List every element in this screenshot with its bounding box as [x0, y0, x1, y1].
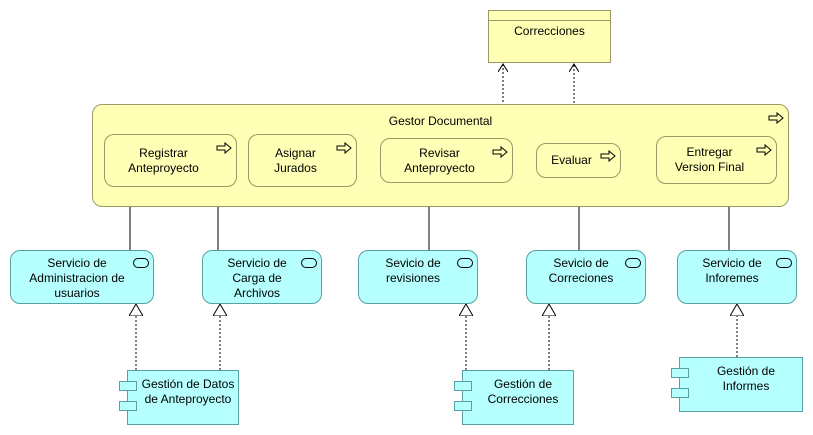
component-icon [119, 401, 137, 411]
component-gestion-correcciones[interactable]: Gestión de Correcciones [454, 370, 574, 425]
gestor-title: Gestor Documental [388, 114, 493, 128]
service-icon [133, 258, 149, 268]
component-icon [671, 388, 689, 398]
process-arrow-icon [492, 146, 508, 158]
component-label: Gestión de Informes [716, 364, 776, 393]
service-label: Sevicio de Correciones [548, 256, 614, 285]
service-administracion-usuarios[interactable]: Servicio de Administracion de usuarios [10, 250, 154, 304]
business-object-header [489, 11, 610, 21]
service-label: Servicio de Inforemes [702, 256, 762, 285]
service-icon [776, 258, 792, 268]
process-arrow-icon [216, 142, 232, 154]
business-object-correcciones[interactable]: Correcciones [488, 10, 611, 63]
service-icon [625, 258, 641, 268]
service-informes[interactable]: Servicio de Inforemes [677, 250, 797, 304]
component-gestion-datos-anteproyecto[interactable]: Gestión de Datos de Anteproyecto [119, 370, 239, 425]
component-label: Gestión de Datos de Anteproyecto [141, 377, 235, 406]
process-evaluar[interactable]: Evaluar [536, 143, 621, 178]
service-label: Servicio de Administracion de usuarios [29, 256, 125, 300]
service-label: Servicio de Carga de Archivos [227, 256, 287, 300]
business-object-label: Correcciones [514, 24, 585, 38]
process-arrow-icon [756, 144, 772, 156]
process-registrar-anteproyecto[interactable]: Registrar Anteproyecto [104, 134, 237, 187]
process-arrow-icon [336, 142, 352, 154]
process-entregar-version-final[interactable]: Entregar Version Final [656, 136, 777, 184]
service-carga-archivos[interactable]: Servicio de Carga de Archivos [202, 250, 322, 304]
service-icon [457, 258, 473, 268]
component-label: Gestión de Correcciones [487, 377, 559, 406]
component-icon [119, 381, 137, 391]
process-arrow-icon [768, 112, 784, 124]
process-label: Revisar Anteproyecto [404, 145, 475, 175]
component-icon [671, 368, 689, 378]
service-correciones[interactable]: Sevicio de Correciones [526, 250, 646, 304]
process-label: Asignar Jurados [274, 145, 317, 175]
component-gestion-informes[interactable]: Gestión de Informes [671, 357, 803, 412]
component-icon [454, 401, 472, 411]
process-label: Evaluar [551, 153, 592, 167]
process-arrow-icon [600, 150, 616, 162]
process-label: Registrar Anteproyecto [128, 145, 199, 175]
process-asignar-jurados[interactable]: Asignar Jurados [248, 134, 357, 187]
process-revisar-anteproyecto[interactable]: Revisar Anteproyecto [380, 138, 513, 183]
service-label: Sevicio de revisiones [385, 256, 441, 285]
component-icon [454, 381, 472, 391]
process-label: Entregar Version Final [674, 145, 745, 174]
service-revisiones[interactable]: Sevicio de revisiones [358, 250, 478, 304]
service-icon [301, 258, 317, 268]
